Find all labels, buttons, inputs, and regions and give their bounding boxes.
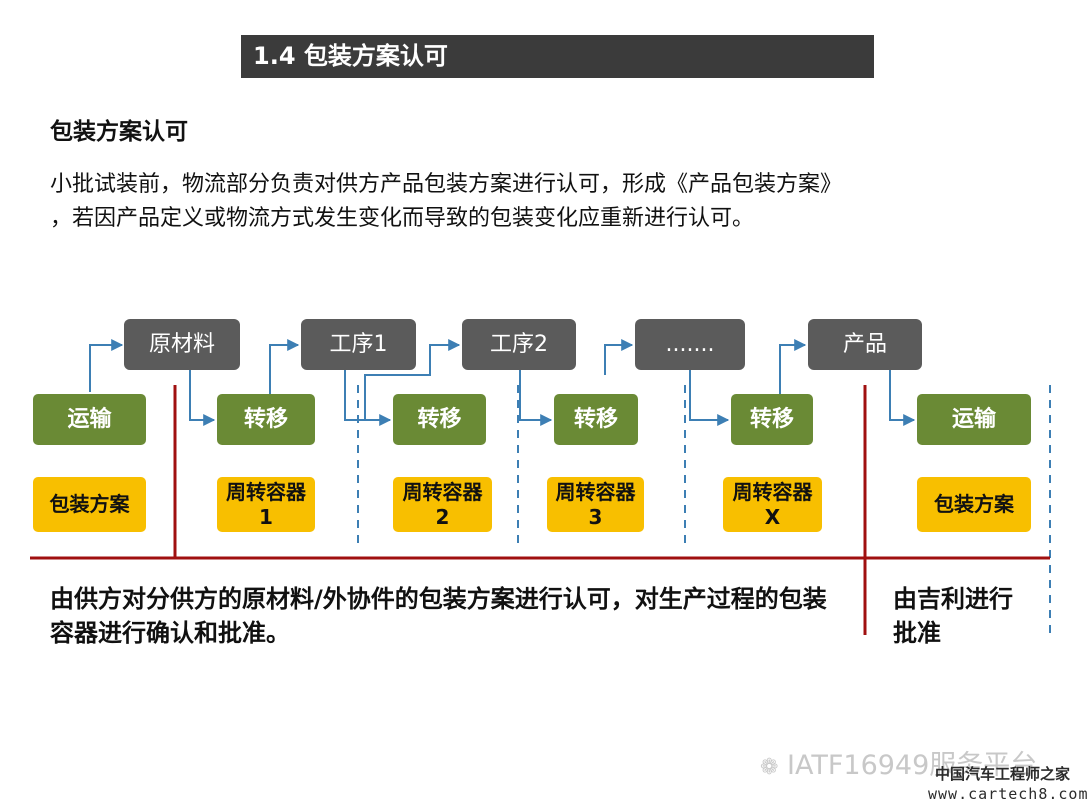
action-transfer-2: 转移 bbox=[393, 394, 486, 445]
action-transfer-x: 转移 bbox=[731, 394, 813, 445]
slide-title: 1.4 包装方案认可 bbox=[241, 35, 874, 78]
doc-container-2: 周转容器2 bbox=[393, 477, 492, 532]
step-raw-material: 原材料 bbox=[124, 319, 240, 370]
arrow-material-to-transfer1 bbox=[189, 370, 216, 426]
arrow-transferx-to-product bbox=[779, 339, 807, 395]
action-transport-in: 运输 bbox=[33, 394, 146, 445]
doc-packaging-plan-out: 包装方案 bbox=[917, 477, 1031, 532]
watermark: ❁ IATF16949服务平台 bbox=[760, 743, 1037, 782]
caption-geely-approval: 由吉利进行批准 bbox=[893, 585, 1013, 647]
wechat-icon: ❁ bbox=[760, 755, 779, 780]
action-transport-out: 运输 bbox=[917, 394, 1031, 445]
arrow-ellipsis-to-transferx bbox=[689, 370, 730, 426]
arrow-product-to-transport bbox=[889, 370, 916, 426]
step-process-2: 工序2 bbox=[462, 319, 576, 370]
doc-packaging-plan-in: 包装方案 bbox=[33, 477, 146, 532]
footer-url: www.cartech8.com bbox=[928, 785, 1089, 803]
step-product: 产品 bbox=[808, 319, 922, 370]
arrow-step2-to-transfer3 bbox=[519, 370, 553, 426]
action-transfer-1: 转移 bbox=[217, 394, 315, 445]
step-process-1: 工序1 bbox=[301, 319, 416, 370]
paragraph-line-2: ，若因产品定义或物流方式发生变化而导致的包装变化应重新进行认可。 bbox=[50, 206, 755, 231]
watermark-text: IATF16949服务平台 bbox=[787, 750, 1038, 781]
doc-container-3: 周转容器3 bbox=[547, 477, 644, 532]
doc-container-x: 周转容器X bbox=[723, 477, 822, 532]
footer-logo: 中国汽车工程师之家 bbox=[935, 765, 1071, 783]
arrow-step1-to-transfer2 bbox=[344, 370, 392, 426]
step-ellipsis: ....... bbox=[635, 319, 745, 370]
arrow-transfer3-to-ellipsis bbox=[604, 339, 634, 375]
paragraph-line-1: 小批试装前，物流部分负责对供方产品包装方案进行认可，形成《产品包装方案》 bbox=[50, 172, 843, 197]
caption-supplier-approval: 由供方对分供方的原材料/外协件的包装方案进行认可，对生产过程的包装容器进行确认和… bbox=[50, 585, 827, 647]
action-transfer-3: 转移 bbox=[554, 394, 638, 445]
arrow-transport-to-material bbox=[89, 339, 124, 392]
section-heading: 包装方案认可 bbox=[50, 119, 188, 145]
arrow-transfer2-to-step2 bbox=[364, 339, 461, 420]
doc-container-1: 周转容器1 bbox=[217, 477, 315, 532]
